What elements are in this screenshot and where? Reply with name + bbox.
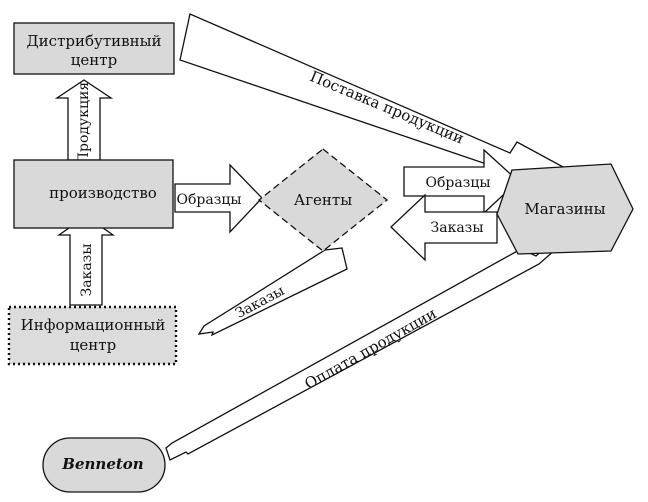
production-up-arrow [54, 79, 114, 161]
agents-label: Агенты [294, 191, 352, 209]
benneton-capsule [42, 437, 166, 493]
payment-label: Оплата продукции [301, 304, 439, 393]
production-up-label: Продукция [76, 82, 92, 165]
samples-to-agents-label: Образцы [177, 192, 242, 208]
orders-to-info-arrow [197, 247, 348, 337]
samples-to-agents-arrow [174, 163, 263, 234]
info-center-label: Информационный [21, 316, 166, 334]
production-box [13, 159, 174, 229]
orders-from-stores-arrow [390, 193, 498, 262]
agents-diamond [257, 148, 389, 252]
production-label: производство [49, 184, 157, 202]
info-center-label-line2: центр [70, 336, 116, 354]
stores-shape [496, 163, 634, 255]
samples-to-stores-label: Образцы [426, 175, 491, 191]
distribution-center-label: Дистрибутивный [26, 32, 161, 50]
orders-up-label: Заказы [79, 244, 95, 297]
distribution-center-box [13, 22, 175, 75]
info-center-box [7, 305, 178, 366]
orders-from-stores-label: Заказы [431, 220, 484, 236]
benneton-label: Benneton [61, 455, 143, 473]
stores-label: Магазины [524, 200, 605, 218]
distribution-center-label-line2: центр [71, 51, 117, 69]
samples-to-stores-arrow [403, 148, 519, 215]
